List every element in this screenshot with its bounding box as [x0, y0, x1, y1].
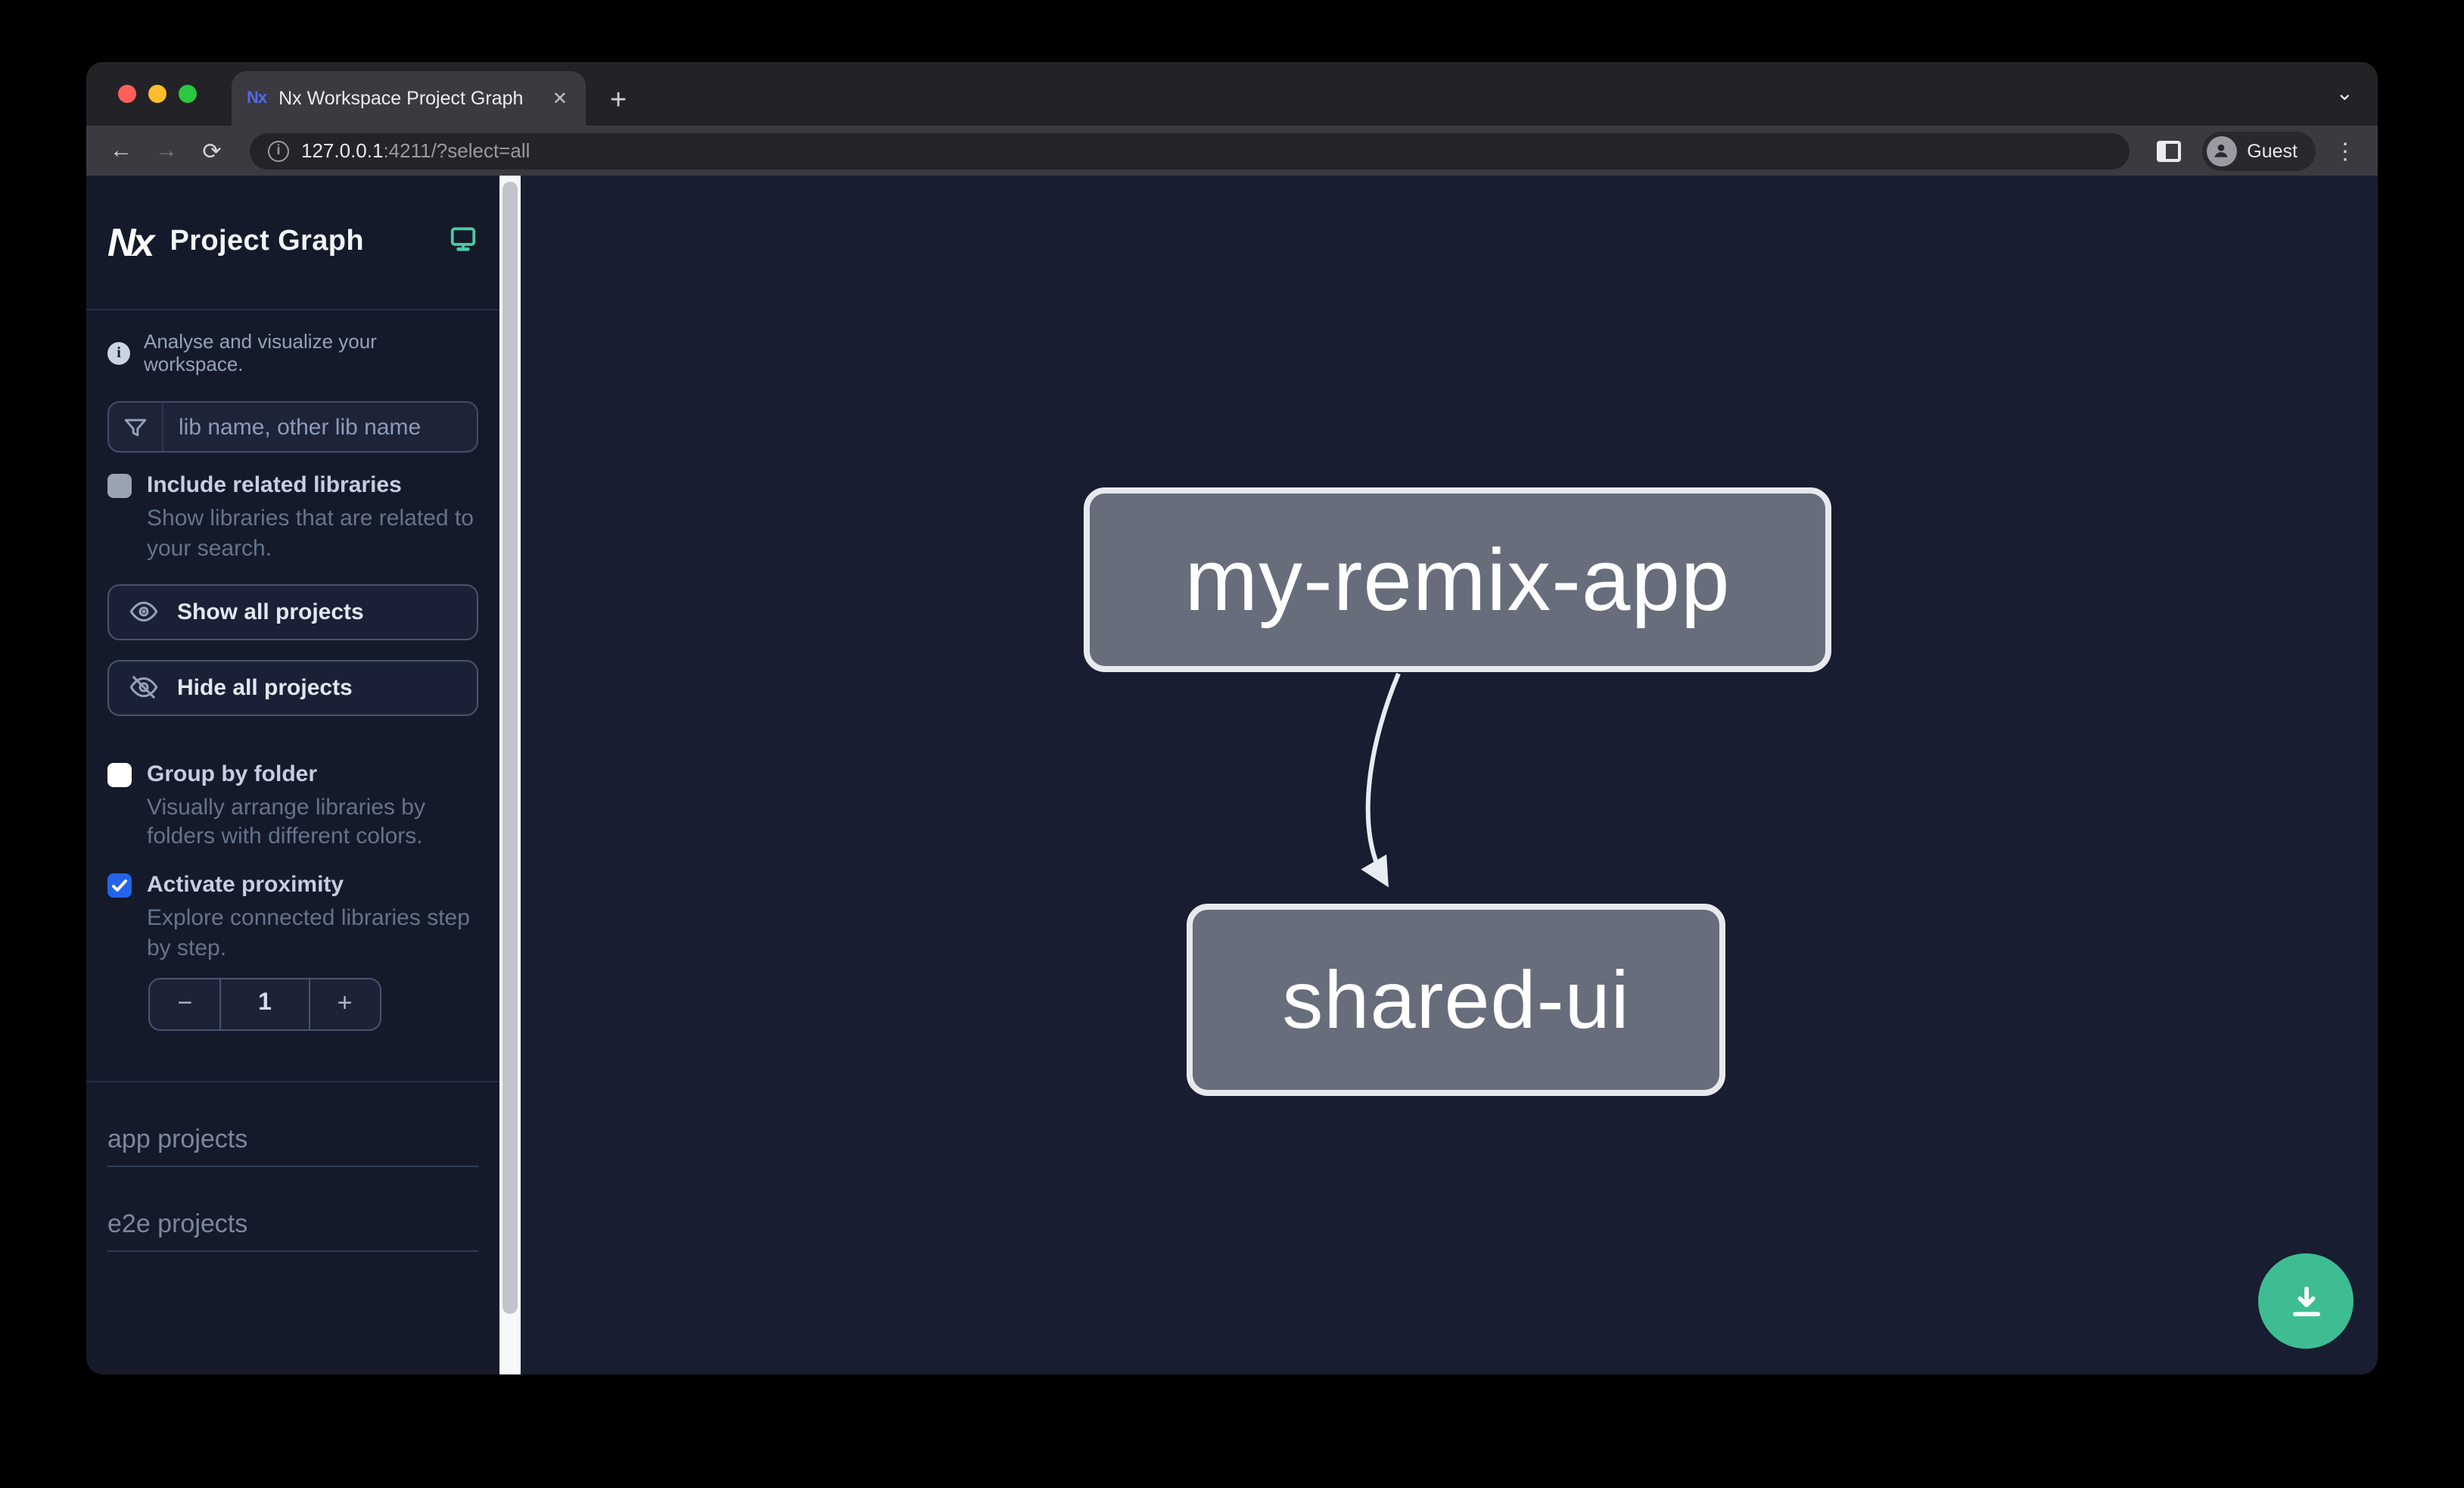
address-bar[interactable]: i 127.0.0.1:4211/?select=all	[250, 132, 2130, 169]
profile-button[interactable]: Guest	[2201, 131, 2316, 170]
window-controls	[118, 85, 197, 103]
person-icon	[2214, 144, 2228, 157]
zoom-window-button[interactable]	[179, 85, 197, 103]
depth-value: 1	[219, 979, 310, 1029]
activate-proximity-description: Explore connected libraries step by step…	[147, 905, 470, 961]
node-label: shared-ui	[1282, 954, 1630, 1045]
hide-all-projects-label: Hide all projects	[177, 674, 353, 701]
side-panel-icon[interactable]	[2156, 140, 2181, 161]
browser-toolbar: ← → ⟳ i 127.0.0.1:4211/?select=all Guest…	[86, 126, 2378, 176]
include-related-label[interactable]: Include related libraries	[147, 472, 402, 498]
scrollbar-thumb[interactable]	[502, 182, 518, 1314]
tab-search-chevron-icon[interactable]: ⌄	[2335, 80, 2354, 104]
search-box	[107, 401, 478, 453]
nx-favicon-icon: Nx	[247, 89, 267, 107]
download-image-button[interactable]	[2258, 1253, 2354, 1349]
tab-close-icon[interactable]: ✕	[552, 88, 568, 109]
tab-title: Nx Workspace Project Graph	[278, 88, 524, 109]
check-icon	[112, 879, 127, 892]
tab-strip: Nx Nx Workspace Project Graph ✕ + ⌄	[86, 62, 2378, 126]
back-button[interactable]: ←	[110, 138, 132, 163]
new-tab-button[interactable]: +	[610, 85, 627, 117]
project-graph-canvas[interactable]: my-remix-app shared-ui	[521, 176, 2378, 1374]
decrement-button[interactable]: −	[177, 988, 193, 1018]
graph-node-my-remix-app[interactable]: my-remix-app	[1084, 487, 1831, 672]
hide-all-projects-button[interactable]: Hide all projects	[107, 659, 478, 716]
workspace-tagline: i Analyse and visualize your workspace.	[107, 330, 478, 375]
sidebar: Nx Project Graph i Analyse and visualize…	[86, 176, 499, 1374]
sidebar-scrollbar[interactable]	[499, 176, 521, 1374]
group-by-folder-option: Group by folder Visually arrange librari…	[107, 761, 478, 852]
group-by-folder-description: Visually arrange libraries by folders wi…	[147, 794, 425, 850]
forward-button: →	[155, 138, 178, 163]
node-label: my-remix-app	[1184, 531, 1731, 629]
section-e2e-projects[interactable]: e2e projects	[107, 1209, 478, 1252]
page-title: Project Graph	[170, 226, 364, 257]
download-icon	[2292, 1285, 2319, 1316]
reload-button[interactable]: ⟳	[202, 139, 222, 164]
browser-window: Nx Nx Workspace Project Graph ✕ + ⌄ ← → …	[86, 62, 2378, 1374]
filter-icon	[109, 403, 163, 451]
divider	[86, 1080, 499, 1082]
avatar	[2206, 135, 2237, 166]
nx-logo: Nx	[107, 219, 155, 264]
include-related-option: Include related libraries Show libraries…	[107, 472, 478, 564]
info-icon: i	[107, 341, 130, 364]
group-by-folder-label[interactable]: Group by folder	[147, 761, 317, 787]
minimize-window-button[interactable]	[148, 85, 166, 103]
url-host: 127.0.0.1	[301, 139, 384, 162]
show-all-projects-label: Show all projects	[177, 599, 364, 625]
theme-monitor-icon[interactable]	[448, 224, 478, 260]
group-by-folder-checkbox[interactable]	[107, 762, 132, 787]
dependency-edge	[1361, 672, 1401, 888]
activate-proximity-option: Activate proximity Explore connected lib…	[107, 872, 478, 963]
increment-button[interactable]: +	[337, 988, 353, 1018]
site-info-icon[interactable]: i	[268, 140, 289, 161]
browser-menu-icon[interactable]: ⋮	[2334, 139, 2357, 164]
tagline-text: Analyse and visualize your workspace.	[144, 330, 377, 375]
browser-tab[interactable]: Nx Nx Workspace Project Graph ✕	[232, 71, 586, 126]
url-path: :4211/?select=all	[383, 139, 530, 162]
profile-name: Guest	[2247, 140, 2298, 161]
close-window-button[interactable]	[118, 85, 136, 103]
include-related-description: Show libraries that are related to your …	[147, 506, 474, 562]
url-text[interactable]: 127.0.0.1:4211/?select=all	[301, 139, 530, 162]
page-content: Nx Project Graph i Analyse and visualize…	[86, 176, 2378, 1374]
activate-proximity-label[interactable]: Activate proximity	[147, 872, 344, 898]
sidebar-header: Nx Project Graph	[86, 176, 499, 310]
search-input[interactable]	[163, 414, 477, 440]
eye-icon	[129, 602, 158, 622]
section-app-projects[interactable]: app projects	[107, 1125, 478, 1167]
show-all-projects-button[interactable]: Show all projects	[107, 584, 478, 640]
proximity-depth-stepper: − 1 +	[148, 977, 381, 1031]
activate-proximity-checkbox[interactable]	[107, 873, 132, 898]
graph-node-shared-ui[interactable]: shared-ui	[1187, 904, 1725, 1096]
include-related-checkbox[interactable]	[107, 474, 132, 498]
eye-off-icon	[129, 676, 158, 699]
